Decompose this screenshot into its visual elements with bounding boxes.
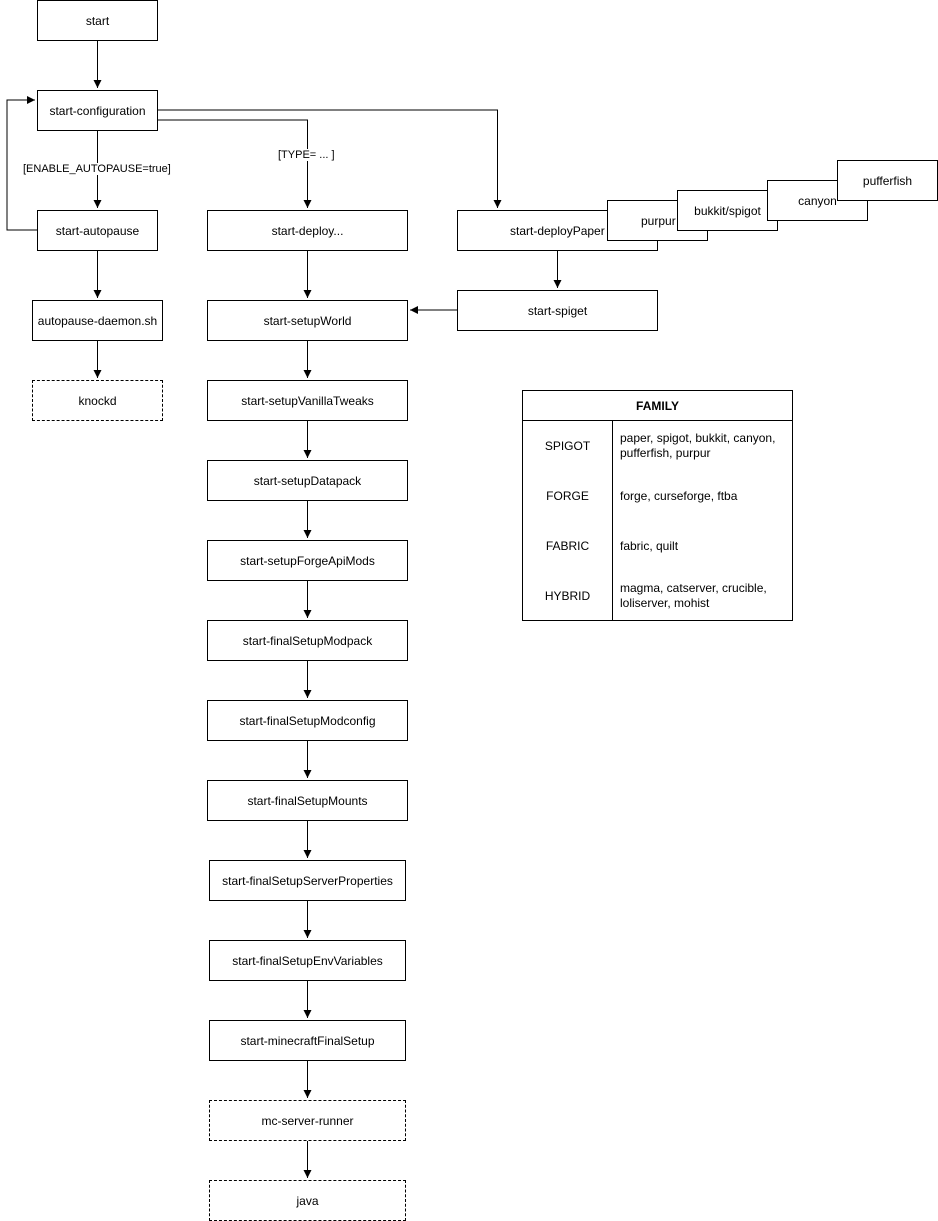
- node-start-configuration: start-configuration: [37, 90, 158, 131]
- node-start-final-setup-env-variables: start-finalSetupEnvVariables: [209, 940, 406, 981]
- node-start-autopause: start-autopause: [37, 210, 158, 251]
- edge-label-type: [TYPE= ... ]: [277, 149, 336, 161]
- family-table: FAMILY SPIGOT paper, spigot, bukkit, can…: [522, 390, 793, 621]
- family-members: forge, curseforge, ftba: [620, 488, 738, 503]
- family-members: magma, catserver, crucible, loliserver, …: [620, 581, 767, 610]
- node-start-setup-vanilla-tweaks: start-setupVanillaTweaks: [207, 380, 408, 421]
- node-pufferfish: pufferfish: [837, 160, 938, 201]
- family-row-hybrid: HYBRID magma, catserver, crucible, lolis…: [523, 571, 792, 621]
- node-start-final-setup-mounts: start-finalSetupMounts: [207, 780, 408, 821]
- family-name: FORGE: [546, 489, 589, 503]
- family-row-fabric: FABRIC fabric, quilt: [523, 521, 792, 571]
- edge-autopause-loop-back: [6, 96, 37, 231]
- family-row-spigot: SPIGOT paper, spigot, bukkit, canyon, pu…: [523, 421, 792, 471]
- node-start-spiget: start-spiget: [457, 290, 658, 331]
- edge-configuration-to-deploy: [157, 119, 312, 208]
- node-start-minecraft-final-setup: start-minecraftFinalSetup: [209, 1020, 406, 1061]
- node-autopause-daemon: autopause-daemon.sh: [32, 300, 163, 341]
- node-start-setup-forge-api-mods: start-setupForgeApiMods: [207, 540, 408, 581]
- node-start-final-setup-modconfig: start-finalSetupModconfig: [207, 700, 408, 741]
- node-start-setup-datapack: start-setupDatapack: [207, 460, 408, 501]
- node-start-setup-world: start-setupWorld: [207, 300, 408, 341]
- family-name: HYBRID: [544, 589, 591, 603]
- family-name: FABRIC: [545, 539, 590, 553]
- node-bukkit-spigot: bukkit/spigot: [677, 190, 778, 231]
- family-members: paper, spigot, bukkit, canyon, pufferfis…: [620, 431, 776, 460]
- family-name: SPIGOT: [544, 439, 591, 453]
- family-table-title: FAMILY: [523, 391, 792, 421]
- family-members: fabric, quilt: [620, 538, 679, 553]
- family-row-forge: FORGE forge, curseforge, ftba: [523, 471, 792, 521]
- edge-label-enable-autopause: [ENABLE_AUTOPAUSE=true]: [22, 163, 172, 175]
- node-start: start: [37, 0, 158, 41]
- edge-configuration-to-deploy-paper: [157, 109, 502, 208]
- node-start-deploy: start-deploy...: [207, 210, 408, 251]
- node-start-final-setup-server-properties: start-finalSetupServerProperties: [209, 860, 406, 901]
- node-knockd: knockd: [32, 380, 163, 421]
- node-start-final-setup-modpack: start-finalSetupModpack: [207, 620, 408, 661]
- node-java: java: [209, 1180, 406, 1221]
- family-table-divider: [612, 421, 613, 620]
- node-mc-server-runner: mc-server-runner: [209, 1100, 406, 1141]
